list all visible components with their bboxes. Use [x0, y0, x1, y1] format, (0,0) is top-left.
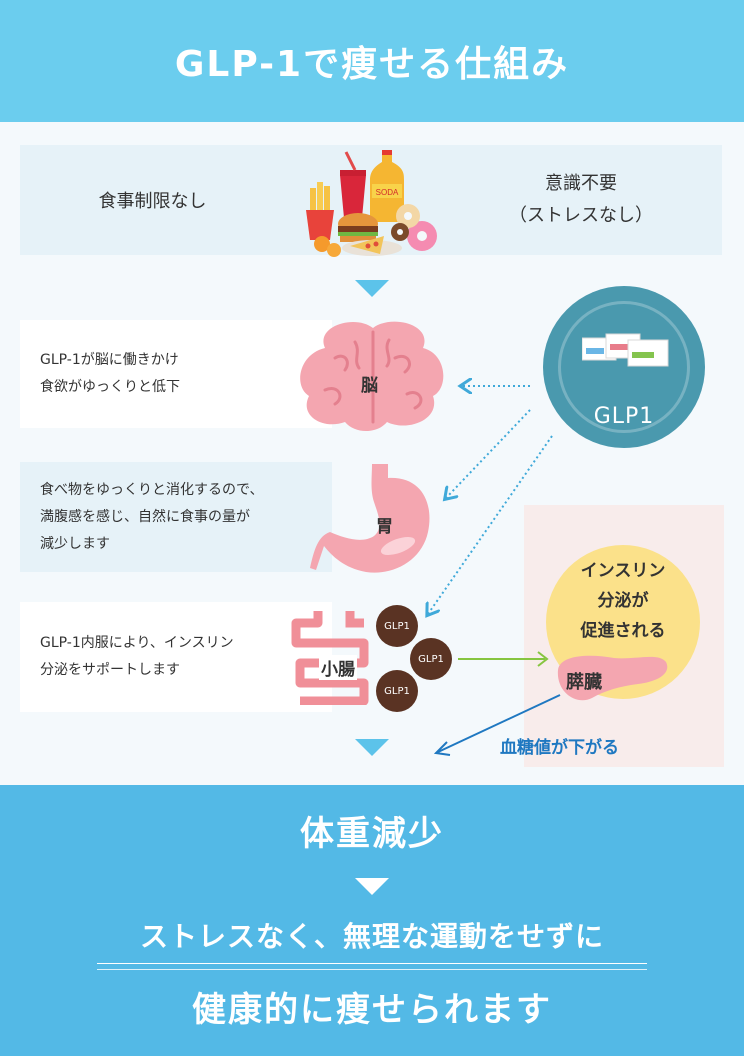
pill-2: GLP1: [410, 638, 452, 680]
row-stomach-line1: 食べ物をゆっくりと消化するので、: [40, 481, 264, 498]
intestine-icon: [291, 611, 369, 705]
down-arrow-1: [355, 280, 389, 297]
pill-3: GLP1: [376, 670, 418, 712]
pill-1: GLP1: [376, 605, 418, 647]
row-brain-line1: GLP-1が脳に働きかけ: [40, 352, 179, 368]
junk-food-illustration: SODA: [306, 150, 437, 257]
medicine-box-icon: [582, 333, 669, 367]
result-line1: ストレスなく、無理な運動をせずに: [139, 920, 604, 953]
stomach-label: 胃: [376, 517, 393, 537]
row-stomach: 食べ物をゆっくりと消化するので、 満腹感を感じ、自然に食事の量が 減少します: [20, 462, 332, 572]
weight-loss-title: 体重減少: [300, 814, 444, 854]
divider-line-2: [97, 969, 647, 970]
page-title: GLP-1で痩せる仕組み: [174, 44, 570, 85]
result-line2: 健康的に痩せられます: [192, 990, 552, 1030]
row-intestine-line1: GLP-1内服により、インスリン: [40, 635, 234, 651]
down-arrow-2: [355, 739, 389, 756]
brain-icon: [300, 321, 444, 431]
row-intestine-line2: 分泌をサポートします: [40, 662, 180, 678]
insulin-text: インスリン 分泌が 促進される: [548, 556, 698, 646]
stomach-icon: [310, 464, 430, 573]
row-brain-line2: 食欲がゆっくりと低下: [40, 379, 180, 395]
header-banner: GLP-1で痩せる仕組み: [0, 0, 744, 122]
no-awareness-line2: （ストレスなし）: [509, 205, 653, 226]
pill-3-label: GLP1: [384, 685, 410, 697]
soda-label: SODA: [376, 188, 399, 197]
pill-1-label: GLP1: [384, 620, 410, 632]
pancreas-label: 膵臓: [566, 672, 602, 693]
row-intestine: GLP-1内服により、インスリン 分泌をサポートします: [20, 602, 332, 712]
no-diet-label: 食事制限なし: [98, 191, 207, 212]
down-arrow-white: [355, 878, 389, 895]
brain-label: 脳: [361, 376, 378, 396]
no-awareness-line1: 意識不要: [545, 173, 617, 194]
blood-sugar-label: 血糖値が下がる: [500, 738, 619, 758]
glp1-circle-label: GLP1: [593, 404, 655, 429]
pill-2-label: GLP1: [418, 653, 444, 665]
intestine-label: 小腸: [319, 655, 357, 680]
row-brain: GLP-1が脳に働きかけ 食欲がゆっくりと低下: [20, 320, 332, 428]
glp1-circle: [543, 286, 705, 448]
row-stomach-line2: 満腹感を感じ、自然に食事の量が: [40, 508, 250, 525]
insulin-line1: インスリン: [580, 561, 666, 581]
pancreas-icon: [557, 655, 668, 701]
result-banner: [0, 785, 744, 1056]
insulin-line3: 促進される: [580, 621, 666, 641]
divider-line: [97, 963, 647, 964]
no-awareness-label: 意識不要 （ストレスなし）: [440, 145, 722, 255]
insulin-line2: 分泌が: [597, 591, 649, 611]
row-stomach-line3: 減少します: [40, 535, 110, 552]
